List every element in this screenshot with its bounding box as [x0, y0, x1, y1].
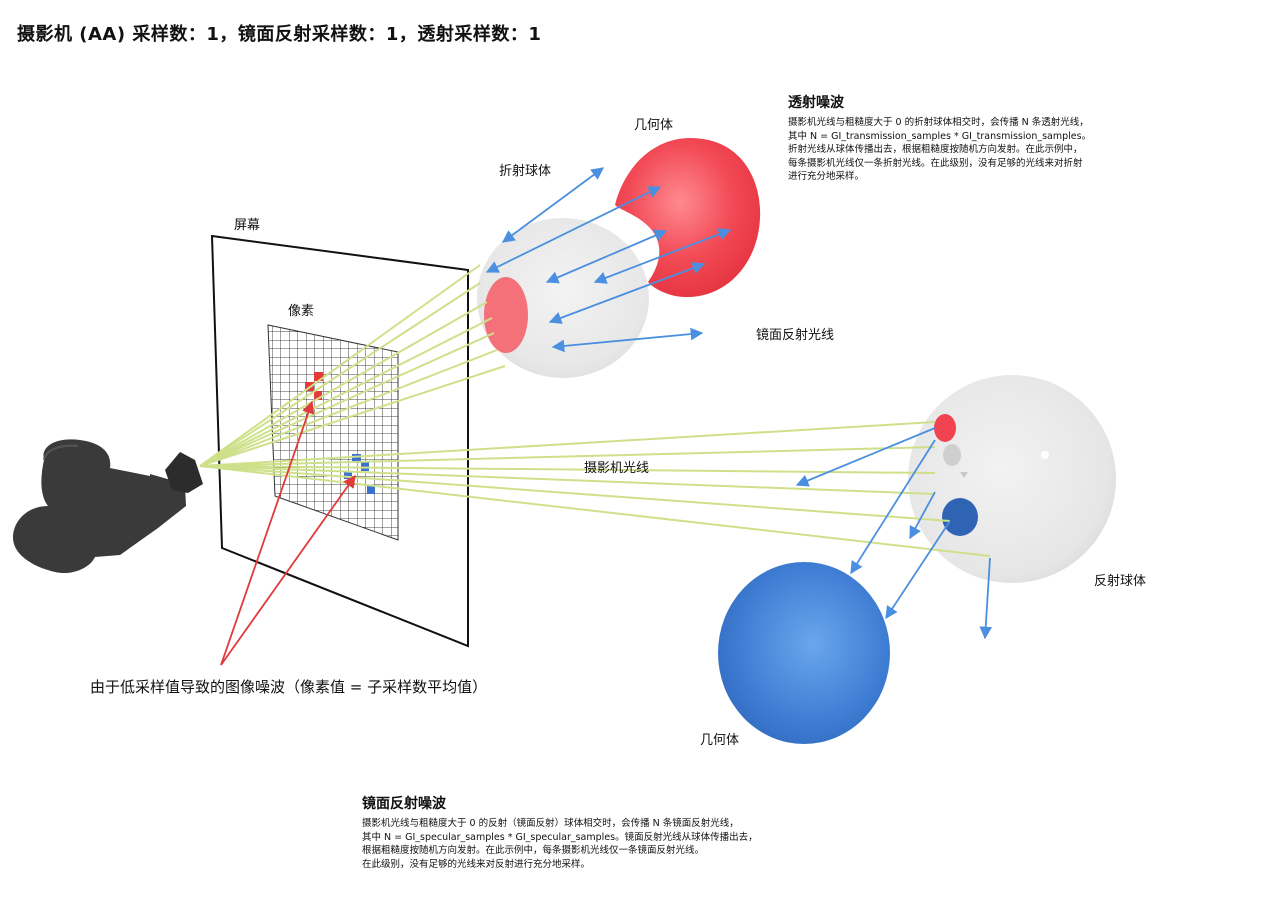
specular-noise-line: 根据粗糙度按随机方向发射。在此示例中，每条摄影机光线仅一条镜面反射光线。: [362, 845, 705, 856]
camera-rays: [199, 264, 991, 557]
refractive-sphere: [477, 218, 649, 378]
specular-noise-block: 镜面反射噪波 摄影机光线与粗糙度大于 0 的反射（镜面反射）球体相交时，会传播 …: [362, 793, 758, 871]
transmission-noise-block: 透射噪波 摄影机光线与粗糙度大于 0 的折射球体相交时，会传播 N 条透射光线，…: [788, 92, 1091, 184]
pixel-noise-blue: [352, 454, 361, 463]
transmission-noise-line: 折射光线从球体传播出去，根据粗糙度按随机方向发射。在此示例中，: [788, 144, 1083, 155]
refractive-sphere-label: 折射球体: [499, 164, 552, 179]
specular-noise-title: 镜面反射噪波: [362, 796, 446, 812]
specular-noise-line: 在此级别，没有足够的光线来对反射进行充分地采样。: [362, 858, 591, 870]
camera-ray-label: 摄影机光线: [584, 461, 650, 476]
screen-label: 屏幕: [234, 218, 261, 233]
specular-rays: [485, 167, 992, 640]
pixel-noise-red: [314, 372, 323, 381]
reflective-sphere: [908, 375, 1116, 583]
geometry-blue-sphere: [718, 562, 890, 744]
noise-arrows: [220, 400, 356, 666]
page-title: 摄影机 (AA) 采样数：1，镜面反射采样数：1，透射采样数：1: [17, 24, 542, 45]
transmission-noise-title: 透射噪波: [788, 95, 844, 111]
specular-ray-label: 镜面反射光线: [756, 328, 835, 343]
geometry-top-label: 几何体: [634, 118, 674, 133]
transmission-noise-line: 其中 N = GI_transmission_samples * GI_tran…: [788, 130, 1092, 142]
specular-noise-line: 摄影机光线与粗糙度大于 0 的反射（镜面反射）球体相交时，会传播 N 条镜面反射…: [362, 818, 739, 829]
noise-caption: 由于低采样值导致的图像噪波（像素值 = 子采样数平均值）: [90, 678, 488, 696]
transmission-noise-line: 摄影机光线与粗糙度大于 0 的折射球体相交时，会传播 N 条透射光线，: [788, 117, 1089, 128]
specular-noise-line: 其中 N = GI_specular_samples * GI_specular…: [362, 831, 758, 843]
reflective-sphere-label: 反射球体: [1094, 574, 1147, 589]
pixel-grid: [267, 324, 399, 541]
transmission-noise-line: 进行充分地采样。: [788, 171, 865, 182]
camera-icon: [12, 439, 203, 574]
transmission-noise-line: 每条摄影机光线仅一条折射光线。在此级别，没有足够的光线来对折射: [788, 157, 1083, 169]
geometry-bottom-label: 几何体: [700, 733, 740, 748]
pixel-label: 像素: [288, 304, 315, 319]
